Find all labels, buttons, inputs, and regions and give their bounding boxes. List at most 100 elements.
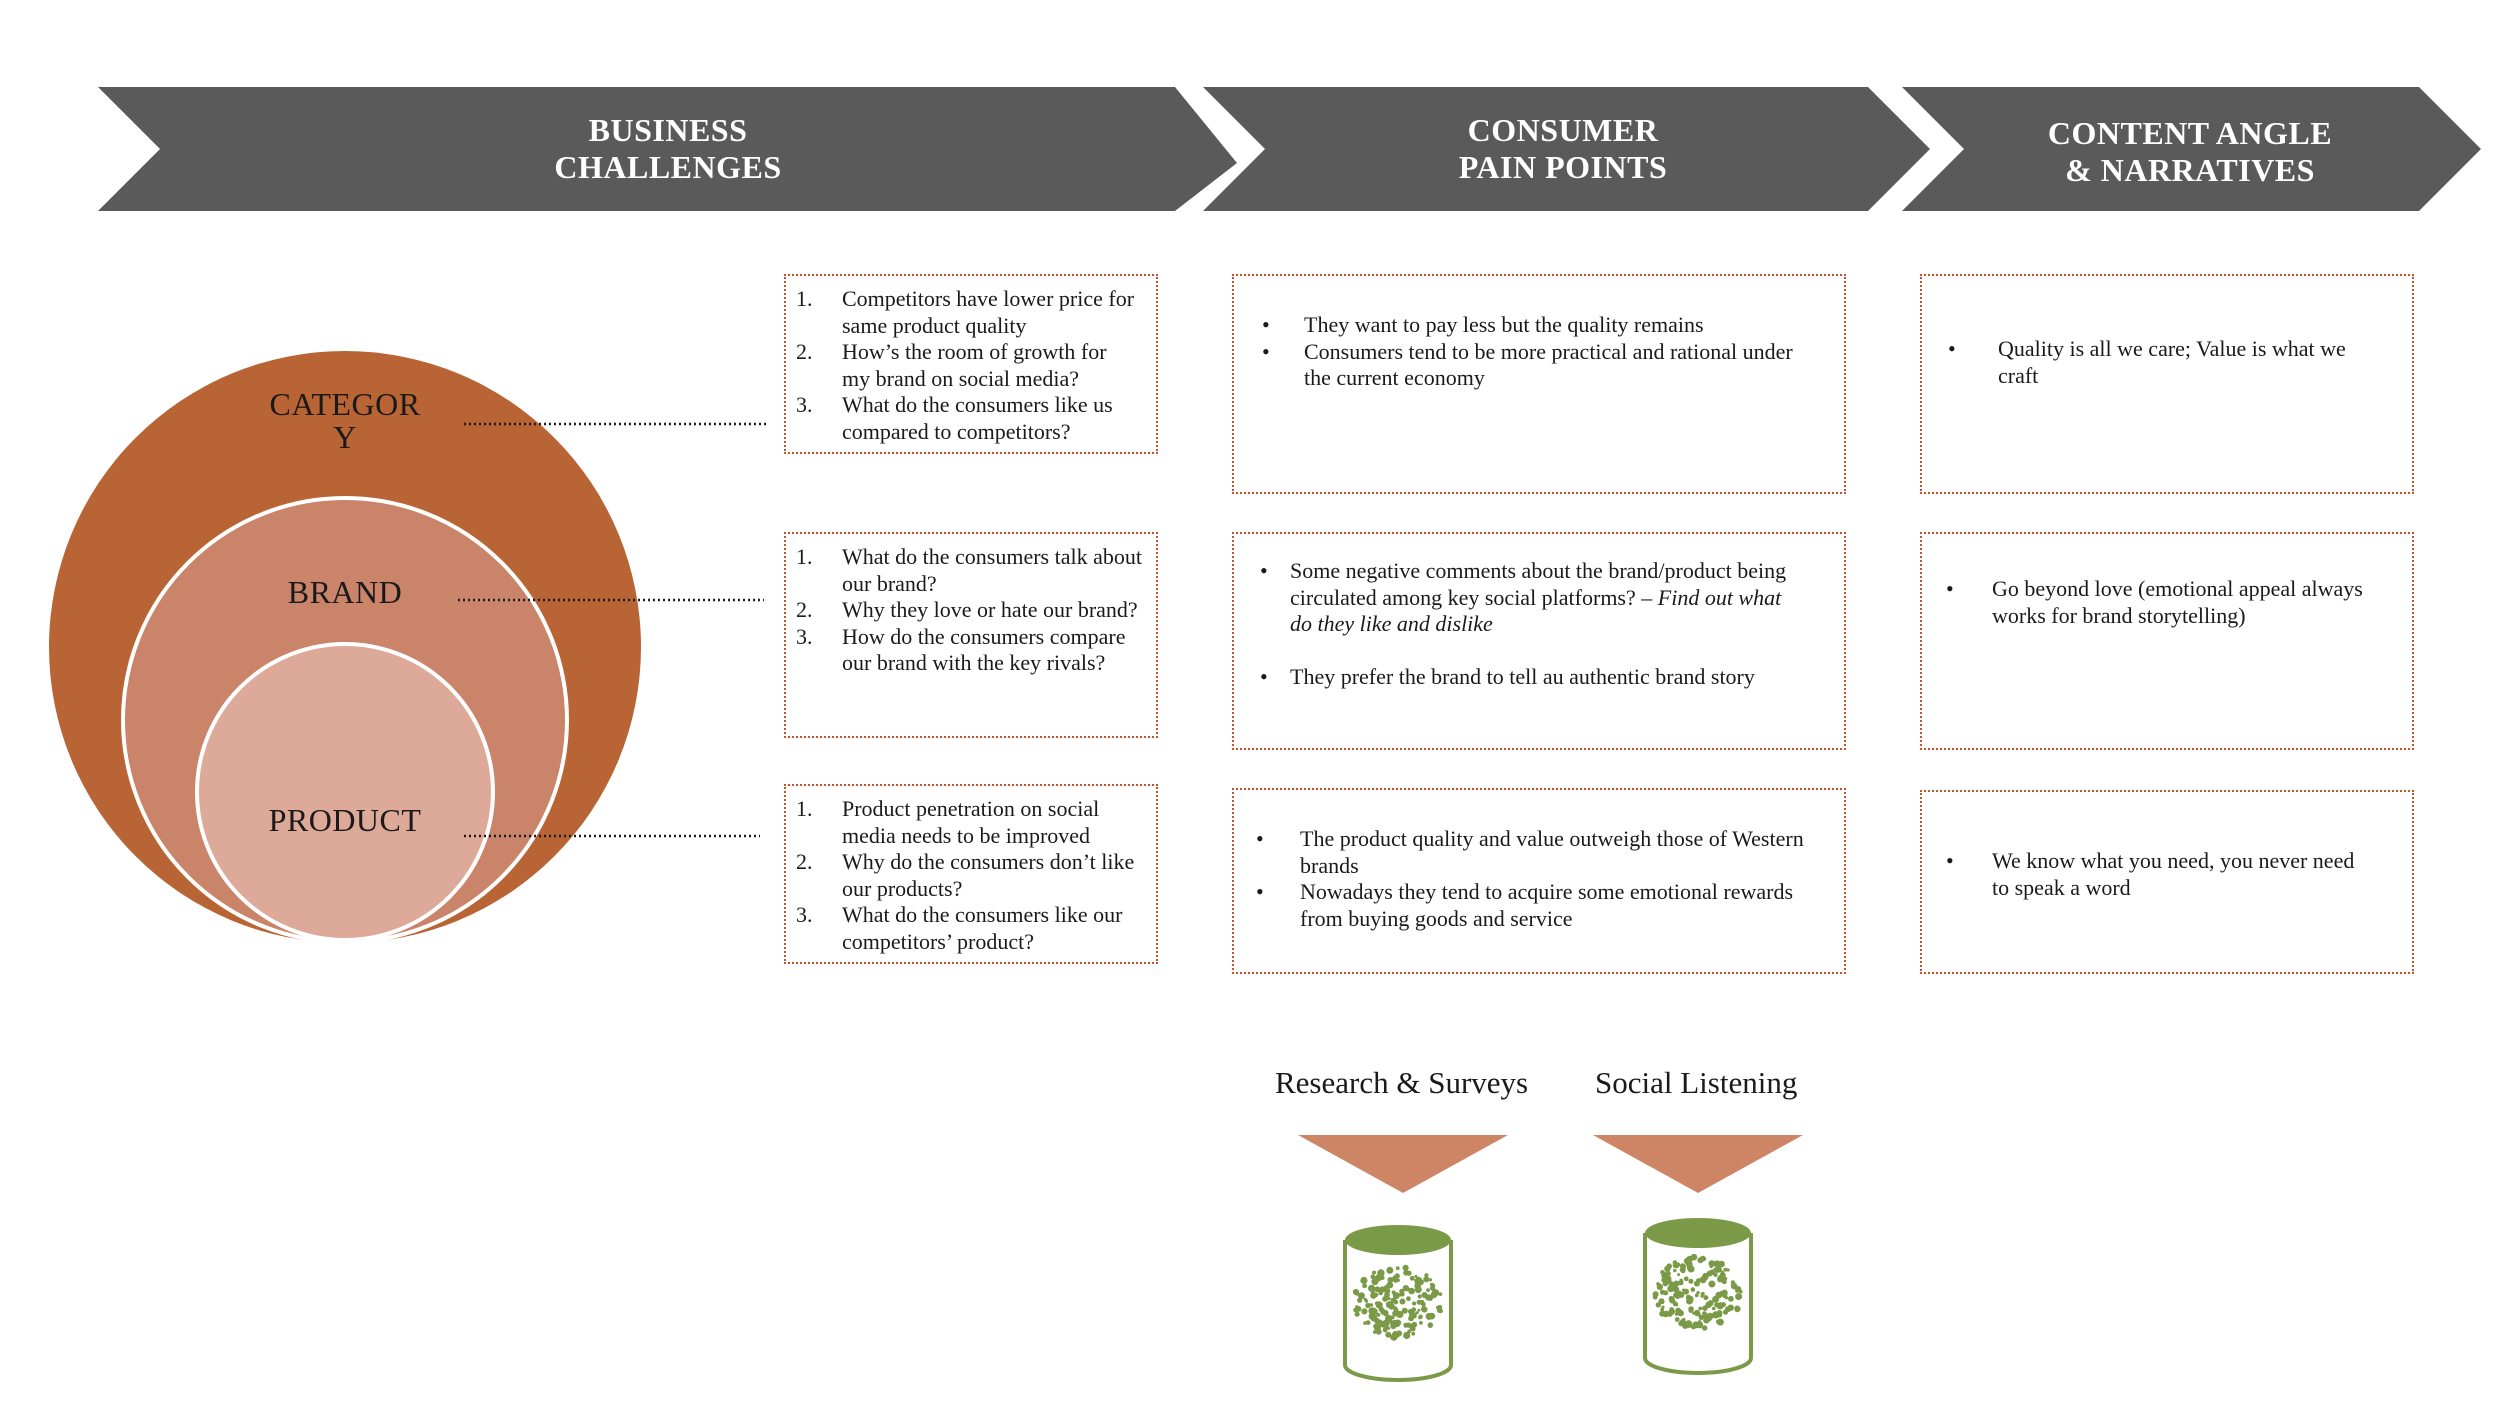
- speckle-dot: [1393, 1307, 1399, 1313]
- speckle-dot: [1711, 1262, 1715, 1266]
- speckle-dot: [1730, 1280, 1736, 1285]
- speckle-dot: [1708, 1280, 1716, 1288]
- list-item: •The product quality and value outweigh …: [1256, 826, 1804, 878]
- speckle-dot: [1375, 1328, 1382, 1335]
- speckle-dot: [1415, 1311, 1419, 1315]
- speckle-dot: [1669, 1297, 1676, 1304]
- speckle-dot: [1734, 1305, 1740, 1311]
- speckle-dot: [1417, 1308, 1421, 1312]
- speckle-dot: [1376, 1313, 1381, 1317]
- speckle-dot: [1425, 1312, 1433, 1320]
- speckle-dot: [1660, 1270, 1665, 1275]
- speckle-dot: [1679, 1278, 1683, 1283]
- speckle-dot: [1698, 1306, 1703, 1311]
- speckle-dot: [1406, 1287, 1411, 1292]
- speckle-dot: [1403, 1269, 1409, 1276]
- speckle-dot: [1702, 1256, 1707, 1261]
- speckle-dot: [1407, 1329, 1412, 1334]
- speckle-dot: [1372, 1330, 1377, 1334]
- speckle-dot: [1426, 1288, 1430, 1293]
- speckle-dot: [1688, 1278, 1694, 1284]
- product-label: PRODUCT: [268, 802, 422, 838]
- speckle-dot: [1716, 1318, 1724, 1326]
- speckle-dot: [1437, 1304, 1443, 1311]
- speckle-dot: [1365, 1320, 1371, 1325]
- speckle-dot: [1370, 1274, 1376, 1280]
- speckle-dot: [1399, 1298, 1406, 1305]
- speckle-dot: [1411, 1321, 1418, 1328]
- challenge-list: 1.What do the consumers talk about our b…: [786, 544, 1142, 677]
- chevron-content-angle: [1902, 87, 2481, 211]
- brand-label: BRAND: [287, 574, 403, 610]
- speckle-dot: [1394, 1273, 1400, 1279]
- list-item: 3.What do the consumers like us compared…: [796, 392, 1113, 444]
- speckle-dot: [1656, 1283, 1664, 1291]
- speckle-dot: [1375, 1301, 1383, 1309]
- research-surveys-label: Research & Surveys: [1275, 1065, 1529, 1100]
- pain-point-box-brand: •Some negative comments about the brand/…: [1232, 532, 1846, 750]
- speckle-dot: [1357, 1292, 1365, 1300]
- stage-title-content-angle: CONTENT ANGLE & NARRATIVES: [2047, 115, 2333, 188]
- speckle-dot: [1414, 1278, 1418, 1283]
- list-item: 2.Why do the consumers don’t like our pr…: [796, 849, 1135, 901]
- speckle-dot: [1702, 1313, 1710, 1320]
- list-item: 3.What do the consumers like our competi…: [796, 902, 1123, 954]
- speckle-dot: [1688, 1261, 1692, 1265]
- speckle-dot: [1368, 1284, 1376, 1292]
- speckle-dot: [1374, 1286, 1381, 1293]
- speckle-dot: [1374, 1274, 1382, 1282]
- speckle-dot: [1706, 1270, 1713, 1277]
- speckle-dot: [1429, 1285, 1436, 1291]
- speckle-dot: [1430, 1291, 1437, 1299]
- speckle-dot: [1363, 1297, 1367, 1302]
- list-item: •Quality is all we care; Value is what w…: [1948, 336, 2346, 388]
- speckle-dot: [1385, 1314, 1393, 1322]
- speckle-dot: [1421, 1306, 1428, 1313]
- speckle-dot: [1409, 1275, 1415, 1281]
- list-item: •Go beyond love (emotional appeal always…: [1946, 576, 2363, 628]
- speckle-dot: [1725, 1306, 1731, 1313]
- speckle-dot: [1672, 1262, 1679, 1269]
- speckle-dot: [1680, 1318, 1686, 1325]
- speckle-dot: [1430, 1282, 1434, 1287]
- list-item: •Consumers tend to be more practical and…: [1262, 338, 1793, 391]
- speckle-dot: [1692, 1311, 1696, 1315]
- speckle-dot: [1370, 1290, 1376, 1296]
- speckle-dot: [1711, 1306, 1716, 1311]
- speckle-dot: [1728, 1295, 1734, 1302]
- speckle-dot: [1384, 1288, 1391, 1294]
- speckle-dot: [1360, 1276, 1368, 1285]
- list-item: 2.How’s the room of growth for my brand …: [796, 339, 1107, 391]
- speckle-dot: [1389, 1320, 1394, 1325]
- pain-point-box-category: •They want to pay less but the quality r…: [1232, 274, 1846, 494]
- speckle-dot: [1428, 1278, 1433, 1282]
- speckle-dot: [1680, 1268, 1686, 1274]
- speckle-dot: [1368, 1307, 1376, 1315]
- speckle-dot: [1392, 1292, 1400, 1300]
- research-database-icon: [1343, 1225, 1453, 1382]
- list-item: 1.Competitors have lower price for same …: [796, 286, 1135, 338]
- speckle-dot: [1677, 1309, 1684, 1317]
- speckle-dot: [1669, 1307, 1674, 1312]
- speckle-dot: [1401, 1307, 1408, 1314]
- speckle-dot: [1677, 1273, 1681, 1277]
- speckle-dot: [1362, 1283, 1367, 1289]
- list-item: 3.How do the consumers compare our brand…: [796, 623, 1126, 676]
- speckle-dot: [1690, 1253, 1698, 1261]
- speckle-dot: [1382, 1327, 1388, 1333]
- pain-point-list: •Some negative comments about the brand/…: [1234, 558, 1794, 690]
- speckle-dot: [1386, 1266, 1394, 1274]
- speckle-dot: [1720, 1302, 1726, 1308]
- speckle-dot: [1382, 1296, 1388, 1302]
- speckle-dot: [1417, 1294, 1422, 1299]
- listening-database-icon: [1643, 1218, 1753, 1375]
- challenge-box-brand: 1.What do the consumers talk about our b…: [784, 532, 1158, 738]
- speckle-dot: [1423, 1276, 1430, 1283]
- stage-title-consumer-pain-points: CONSUMER PAIN POINTS: [1458, 112, 1668, 185]
- speckle-dot: [1683, 1290, 1687, 1294]
- research-funnel: [1298, 1135, 1508, 1193]
- speckle-dot: [1721, 1289, 1728, 1296]
- speckle-dot: [1365, 1302, 1371, 1309]
- speckle-dot: [1387, 1326, 1391, 1330]
